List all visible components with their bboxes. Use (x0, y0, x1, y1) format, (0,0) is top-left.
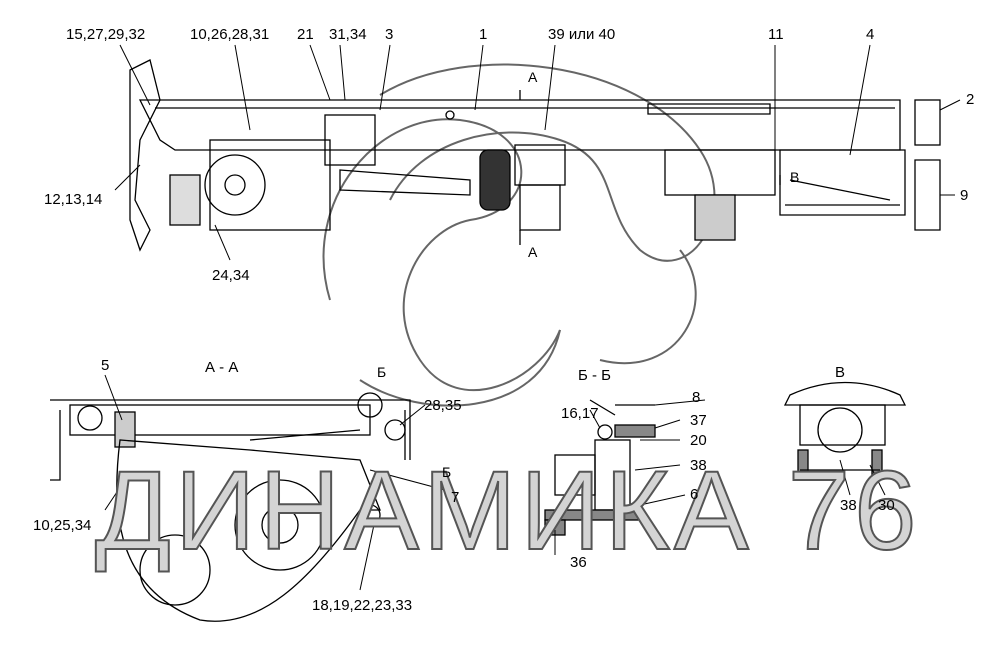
callout-1: 1 (479, 26, 488, 43)
section-aa-title: А - А (205, 359, 239, 376)
callout-37: 37 (690, 412, 707, 429)
view-v-drawing (783, 381, 907, 476)
callout-38-v: 38 (840, 497, 857, 514)
section-mark-a-top: А (528, 69, 538, 85)
callout-11: 11 (768, 26, 784, 43)
callout-3: 3 (385, 26, 394, 43)
callout-2: 2 (966, 91, 975, 108)
callout-39-or-40: 39 или 40 (548, 26, 616, 43)
leader-lines (104, 44, 961, 591)
section-mark-b-bottom: Б (442, 464, 452, 480)
view-v-title: В (835, 364, 846, 381)
callout-9: 9 (960, 187, 969, 204)
frame-main-view (129, 59, 941, 252)
callout-10-26-28-31: 10,26,28,31 (190, 26, 270, 43)
view-mark-v: В (790, 169, 800, 185)
section-aa-drawing (50, 392, 411, 622)
callout-38-bb: 38 (690, 457, 707, 474)
callout-8: 8 (692, 389, 701, 406)
callout-6: 6 (690, 486, 699, 503)
watermark-text: ДИНАМИКА 76 (94, 448, 921, 573)
callout-10-25-34: 10,25,34 (33, 517, 92, 534)
callout-21: 21 (297, 26, 314, 43)
callout-18-19-22-23-33: 18,19,22,23,33 (312, 597, 413, 614)
callout-7: 7 (451, 489, 460, 506)
section-mark-a-bottom: А (528, 244, 538, 260)
callout-24-34: 24,34 (212, 267, 250, 284)
callout-15-27-29-32: 15,27,29,32 (66, 26, 146, 43)
callout-30: 30 (878, 497, 895, 514)
callout-28-35: 28,35 (424, 397, 462, 414)
callout-16-17: 16,17 (561, 405, 599, 422)
callout-20: 20 (690, 432, 707, 449)
watermark-logo (322, 63, 716, 407)
callout-31-34: 31,34 (329, 26, 367, 43)
section-bb-title: Б - Б (578, 367, 612, 384)
section-bb-drawing (544, 399, 656, 536)
callout-12-13-14: 12,13,14 (44, 191, 103, 208)
callout-36: 36 (570, 554, 587, 571)
section-mark-b-top: Б (377, 364, 387, 380)
callout-4: 4 (866, 26, 875, 43)
callout-5: 5 (101, 357, 110, 374)
